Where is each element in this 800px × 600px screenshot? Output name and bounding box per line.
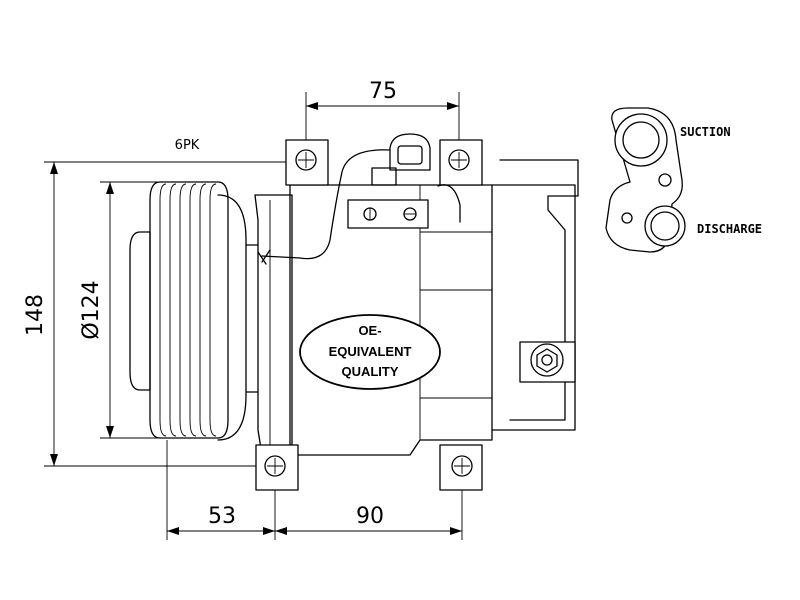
badge-line-2: EQUIVALENT <box>329 344 412 359</box>
belt-callout: 6PK <box>175 138 200 153</box>
suction-port-inner <box>622 121 660 159</box>
wire-harness <box>261 149 391 260</box>
dimension-bottom-left-label: 53 <box>208 504 236 529</box>
dimension-bottom-right-label: 90 <box>356 504 384 529</box>
pulley-groove <box>209 183 217 437</box>
belt-type-label: 6PK <box>175 138 200 153</box>
badge-outline <box>299 314 441 390</box>
flange-bolt-hole-icon <box>658 173 672 187</box>
arrow-d <box>450 527 462 535</box>
discharge-port-inner <box>650 211 680 241</box>
pulley-groove <box>159 183 167 437</box>
dimension-top-width: 75 <box>305 79 460 160</box>
dimension-pulley-diameter: Ø124 <box>79 181 160 439</box>
pulley-groove <box>189 183 197 437</box>
arrow-bottom <box>50 454 58 466</box>
crosshair-icon <box>454 458 470 474</box>
dimension-height: 148 <box>23 161 300 467</box>
valve-core <box>541 354 553 366</box>
discharge-label: DISCHARGE <box>697 222 762 236</box>
arrow-b <box>263 527 275 535</box>
connector-socket <box>397 145 423 165</box>
connector-plug <box>389 133 431 171</box>
badge-line-1: OE- <box>358 323 381 338</box>
crosshair-icon <box>267 458 283 474</box>
clutch-plate <box>129 231 151 391</box>
switch-block <box>347 199 429 229</box>
badge-line-3: QUALITY <box>341 364 398 379</box>
dimension-pulley-diameter-label: Ø124 <box>79 280 104 339</box>
arrow-top <box>50 162 58 174</box>
pulley-front-face <box>149 181 161 439</box>
crosshair-icon <box>298 152 314 168</box>
rear-housing <box>491 184 576 431</box>
connector-bracket <box>371 167 397 186</box>
arrow-top <box>106 182 114 194</box>
pulley <box>129 181 229 439</box>
pulley-groove <box>169 183 177 437</box>
flange-bolt-hole-icon <box>621 212 633 224</box>
dimension-top-width-label: 75 <box>369 79 397 104</box>
mounting-lugs <box>255 139 483 491</box>
rear-housing-outline <box>499 159 579 421</box>
dimension-height-label: 148 <box>23 294 48 336</box>
oe-equivalent-badge: OE- EQUIVALENT QUALITY <box>299 314 441 390</box>
suction-label: SUCTION <box>680 125 731 139</box>
pulley-groove <box>179 183 187 437</box>
front-housing <box>254 194 293 456</box>
service-port-neck <box>437 184 461 223</box>
clutch-hub-lines <box>245 244 259 393</box>
pressure-valve <box>519 341 576 383</box>
pulley-groove <box>199 183 207 437</box>
dimension-bottom: 53 90 <box>166 440 463 540</box>
arrow-left <box>306 102 318 110</box>
arrow-a <box>167 527 179 535</box>
clutch-coil <box>217 194 247 441</box>
electrical-connector <box>257 133 461 265</box>
crosshair-icon <box>451 152 467 168</box>
port-flange-detail: SUCTION DISCHARGE <box>605 107 762 253</box>
arrow-c <box>275 527 287 535</box>
pulley-grooves <box>159 183 217 437</box>
wire-clip-icon <box>257 249 271 265</box>
arrow-bottom <box>106 426 114 438</box>
arrow-right <box>447 102 459 110</box>
pulley-rim <box>159 181 229 439</box>
